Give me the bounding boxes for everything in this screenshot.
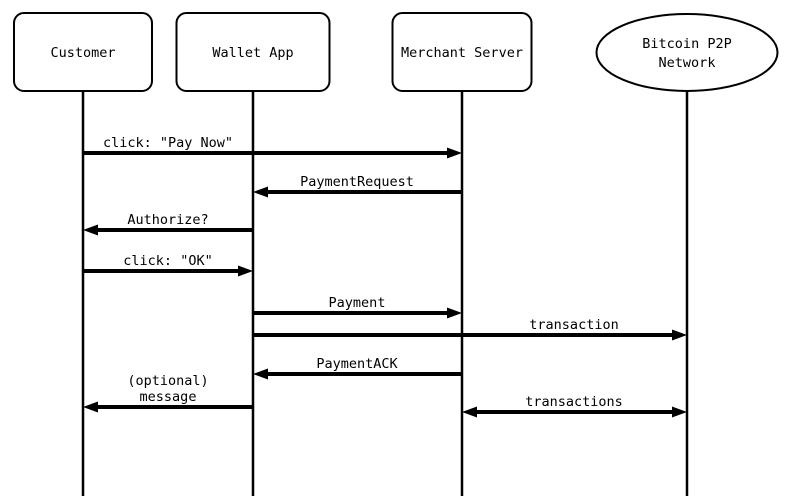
message-optional-message-label: (optional)message bbox=[127, 373, 208, 405]
arrowhead-icon bbox=[672, 329, 687, 341]
message-authorize: Authorize? bbox=[83, 212, 253, 236]
arrowhead-icon bbox=[83, 224, 98, 236]
arrowhead-icon bbox=[447, 147, 462, 159]
participant-wallet-app-box bbox=[175, 12, 331, 92]
message-optional-message: (optional)message bbox=[83, 373, 253, 413]
arrowhead-icon bbox=[253, 368, 268, 380]
arrowhead-icon bbox=[462, 406, 477, 418]
message-payment: Payment bbox=[253, 295, 462, 319]
participant-merchant-server-label: Merchant Server bbox=[401, 45, 523, 61]
message-transaction-label: transaction bbox=[529, 317, 618, 333]
arrowhead-icon bbox=[238, 265, 253, 277]
participant-customer-box bbox=[13, 12, 153, 92]
message-authorize-label: Authorize? bbox=[127, 212, 208, 228]
participant-wallet-app-label: Wallet App bbox=[212, 45, 293, 61]
message-transaction: transaction bbox=[253, 317, 687, 341]
participant-bitcoin-p2p-network-box bbox=[595, 13, 779, 92]
message-payment-request: PaymentRequest bbox=[253, 174, 462, 198]
message-payment-ack: PaymentACK bbox=[253, 356, 462, 380]
arrowhead-icon bbox=[672, 406, 687, 418]
message-transactions: transactions bbox=[462, 394, 687, 418]
participant-merchant-server: Merchant Server bbox=[391, 12, 533, 92]
message-payment-request-label: PaymentRequest bbox=[300, 174, 414, 190]
message-transactions-label: transactions bbox=[525, 394, 623, 410]
message-payment-label: Payment bbox=[329, 295, 386, 311]
message-payment-ack-label: PaymentACK bbox=[316, 356, 398, 372]
message-click-ok-label: click: "OK" bbox=[123, 253, 212, 269]
message-click-pay-now-label: click: "Pay Now" bbox=[103, 135, 233, 151]
arrowhead-icon bbox=[83, 401, 98, 413]
participant-merchant-server-box bbox=[391, 12, 533, 92]
message-click-ok: click: "OK" bbox=[83, 253, 253, 277]
participant-wallet-app: Wallet App bbox=[175, 12, 331, 92]
arrowhead-icon bbox=[253, 186, 268, 198]
arrowhead-icon bbox=[447, 307, 462, 319]
participant-customer-label: Customer bbox=[50, 45, 115, 61]
message-click-pay-now: click: "Pay Now" bbox=[83, 135, 462, 159]
participant-customer: Customer bbox=[13, 12, 153, 92]
